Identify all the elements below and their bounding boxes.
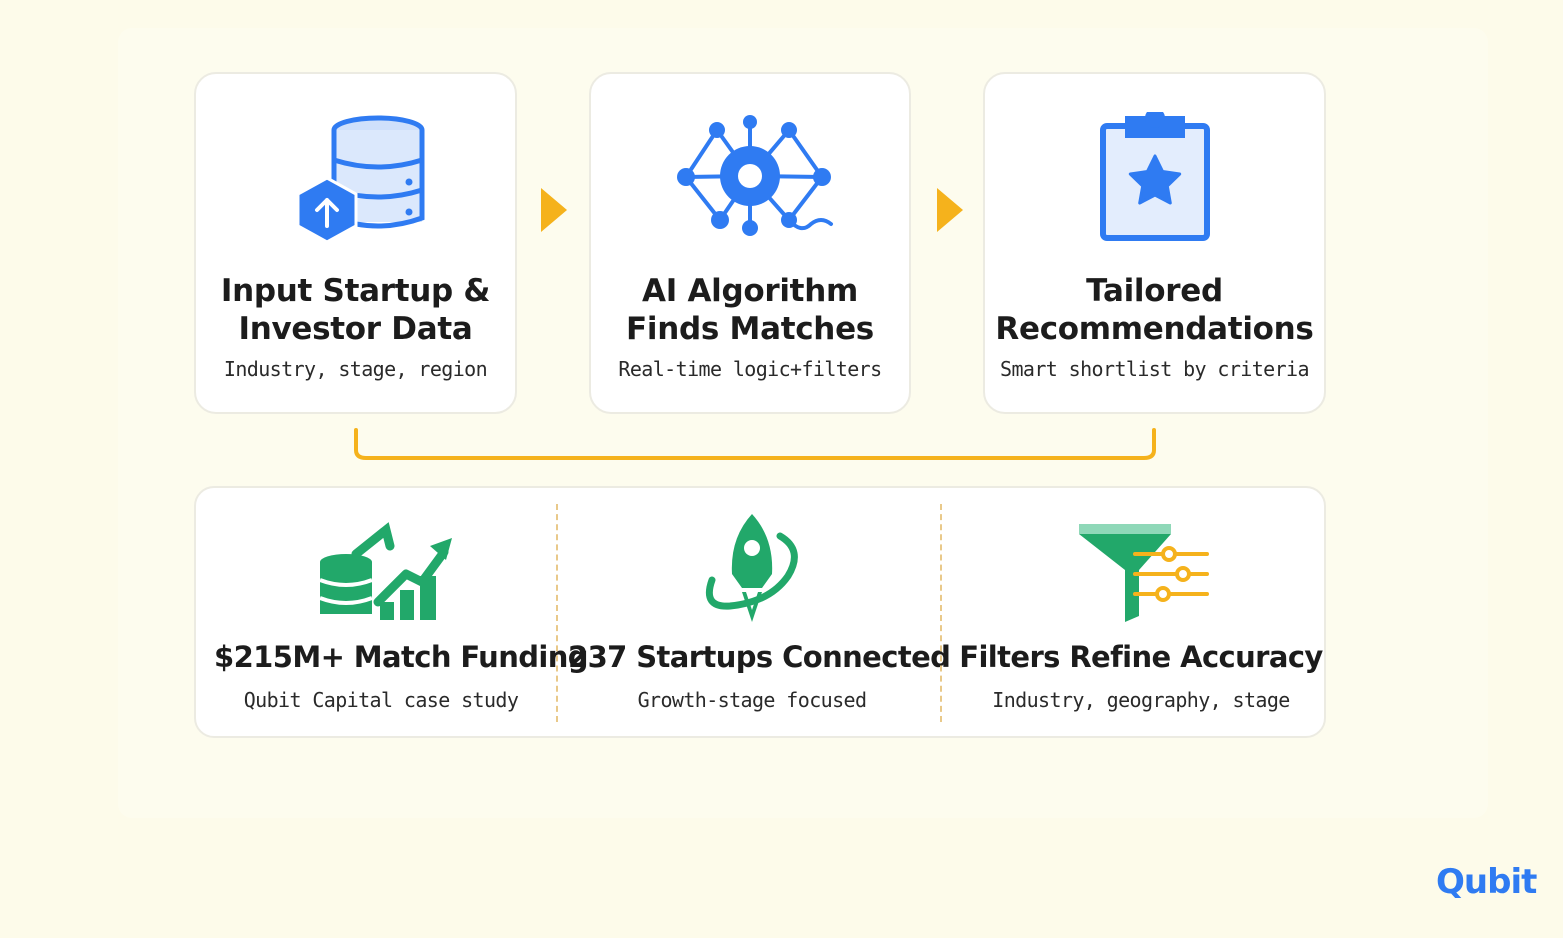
stat-match-funding: $215M+ Match Funding Qubit Capital case … bbox=[214, 488, 589, 736]
stat-filters-accuracy: Filters Refine Accuracy Industry, geogra… bbox=[956, 488, 1326, 736]
neural-network-icon bbox=[591, 112, 909, 252]
growth-chart-icon bbox=[214, 510, 548, 630]
divider bbox=[556, 504, 558, 722]
connector-bracket bbox=[352, 428, 1162, 468]
stat-value: $215M+ Match Funding bbox=[214, 640, 589, 674]
clipboard-star-icon bbox=[985, 112, 1324, 252]
funnel-filter-icon bbox=[956, 510, 1326, 630]
step-card-recommendations: Tailored Recommendations Smart shortlist… bbox=[983, 72, 1326, 414]
stats-panel: $215M+ Match Funding Qubit Capital case … bbox=[194, 486, 1326, 738]
step-subtitle: Industry, stage, region bbox=[223, 357, 488, 381]
step-card-ai-algorithm: AI Algorithm Finds Matches Real-time log… bbox=[589, 72, 911, 414]
stat-subtitle: Industry, geography, stage bbox=[992, 688, 1290, 712]
chevron-right-icon bbox=[538, 186, 570, 238]
step-title: Tailored Recommendations bbox=[995, 273, 1314, 347]
step-card-input-data: Input Startup & Investor Data Industry, … bbox=[194, 72, 517, 414]
step-subtitle: Real-time logic+filters bbox=[618, 357, 882, 381]
database-upload-icon bbox=[196, 112, 515, 252]
stat-subtitle: Growth-stage focused bbox=[637, 688, 867, 712]
stat-value: 237 Startups Connected bbox=[568, 640, 951, 674]
qubit-logo: Qubit bbox=[1436, 862, 1537, 902]
step-title: AI Algorithm Finds Matches bbox=[626, 273, 874, 347]
stat-value: Filters Refine Accuracy bbox=[959, 640, 1323, 674]
divider bbox=[940, 504, 942, 722]
chevron-right-icon bbox=[934, 186, 966, 238]
stat-subtitle: Qubit Capital case study bbox=[243, 688, 519, 712]
step-title: Input Startup & Investor Data bbox=[220, 273, 491, 347]
step-subtitle: Smart shortlist by criteria bbox=[1000, 357, 1310, 381]
stat-startups-connected: 237 Startups Connected Growth-stage focu… bbox=[568, 488, 951, 736]
rocket-icon bbox=[568, 510, 936, 630]
